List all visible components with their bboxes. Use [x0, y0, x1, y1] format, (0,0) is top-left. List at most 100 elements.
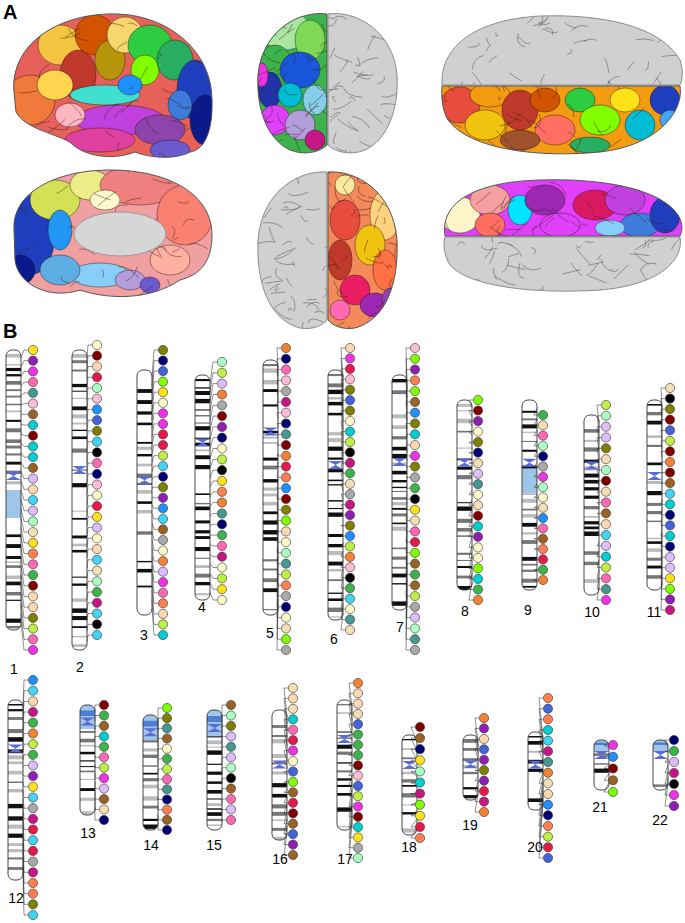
cortical-region — [595, 220, 625, 236]
chromosome-band — [72, 414, 87, 418]
centromere — [6, 472, 21, 480]
chromosome-outline — [584, 415, 599, 595]
trait-dot — [665, 405, 674, 414]
leader-line — [597, 513, 601, 515]
trait-dot — [415, 822, 424, 831]
trait-dot — [28, 410, 37, 419]
brain-sulcus — [501, 114, 520, 126]
chromosome-band — [328, 551, 343, 555]
brain-sulcus — [275, 50, 282, 54]
cortical-region — [328, 240, 352, 280]
chromosome-outline — [337, 700, 352, 830]
leader-line — [23, 790, 28, 798]
chromosome-bands — [653, 740, 668, 790]
trait-dot — [410, 484, 419, 493]
brain-sulcus — [648, 150, 666, 153]
brain-sulcus — [589, 238, 607, 242]
chromosome-band — [263, 578, 278, 582]
brain-sulcus — [330, 48, 335, 58]
leader-line — [406, 476, 410, 478]
leader-line — [87, 624, 92, 631]
trait-dot — [543, 800, 552, 809]
trait-dot — [28, 549, 37, 558]
trait-dot — [410, 602, 419, 611]
trait-dot — [217, 563, 226, 572]
brain-sulcus — [533, 216, 553, 231]
chromosome-band — [457, 566, 472, 568]
trait-dot — [162, 703, 171, 712]
chromosome-band — [647, 404, 662, 406]
trait-dot — [281, 354, 290, 363]
brain-sulcus — [357, 196, 373, 202]
brain-sulcus — [628, 62, 634, 70]
leader-line — [341, 348, 345, 377]
trait-dot — [665, 394, 674, 403]
chromosome-band — [80, 745, 95, 747]
chromosome-band — [72, 644, 87, 647]
brain-sulcus — [476, 192, 490, 204]
chromosome-band — [195, 520, 210, 523]
chromosome-outline — [195, 375, 210, 600]
chromosome-band — [137, 586, 152, 588]
trait-dot — [288, 777, 297, 786]
brain-sulcus — [259, 316, 270, 325]
trait-dot — [281, 430, 290, 439]
cortical-region — [40, 255, 80, 285]
trait-dot — [92, 555, 101, 564]
trait-dot — [410, 613, 419, 622]
chromosome-number: 21 — [592, 800, 608, 814]
leader-line — [87, 474, 92, 484]
trait-dot — [410, 462, 419, 471]
leader-line — [597, 503, 601, 506]
parcellated-hemisphere — [0, 14, 220, 160]
trait-dot — [345, 563, 354, 572]
brain-sulcus — [141, 67, 148, 80]
centromere — [328, 461, 343, 469]
trait-dot — [353, 689, 362, 698]
leader-line — [341, 442, 345, 456]
leader-line — [222, 820, 226, 822]
trait-dot — [543, 747, 552, 756]
leader-line — [349, 768, 353, 775]
chromosome-band — [143, 778, 158, 781]
trait-dot — [28, 592, 37, 601]
leader-line — [210, 481, 217, 488]
leader-line — [277, 434, 281, 436]
trait-dot — [158, 430, 167, 439]
chromosome-band — [207, 798, 222, 800]
trait-dot — [217, 368, 226, 377]
trait-dot — [473, 511, 482, 520]
trait-dot — [601, 433, 610, 442]
trait-dot — [410, 548, 419, 557]
trait-dot — [601, 520, 610, 529]
trait-dot — [158, 462, 167, 471]
trait-dot — [158, 620, 167, 629]
chromosome-band — [72, 626, 87, 628]
brain-sulcus — [563, 270, 580, 274]
chromosome-band — [263, 609, 278, 610]
trait-dot — [543, 704, 552, 713]
medial-wall — [74, 212, 166, 256]
chromosome-band — [207, 781, 222, 784]
brain-sulcus — [329, 205, 335, 209]
trait-dot — [217, 498, 226, 507]
trait-dot — [601, 400, 610, 409]
brain-sulcus — [545, 218, 554, 228]
brain-sulcus — [648, 241, 654, 248]
trait-dot — [28, 420, 37, 429]
chromosome-band — [402, 757, 417, 759]
leader-line — [222, 705, 226, 718]
chromosome-stalk — [653, 743, 668, 746]
brain-sulcus — [678, 39, 680, 41]
hemisphere-outline — [14, 14, 212, 157]
leader-line — [341, 494, 345, 499]
brain-sulcus — [170, 121, 187, 127]
leader-line — [341, 484, 345, 491]
trait-dot — [410, 397, 419, 406]
trait-dot — [99, 711, 108, 720]
chromosome-band — [328, 383, 343, 387]
chromosome-band — [6, 364, 21, 365]
centromere — [207, 724, 222, 732]
chromosome-band — [72, 536, 87, 539]
chromosome-body — [272, 710, 287, 840]
